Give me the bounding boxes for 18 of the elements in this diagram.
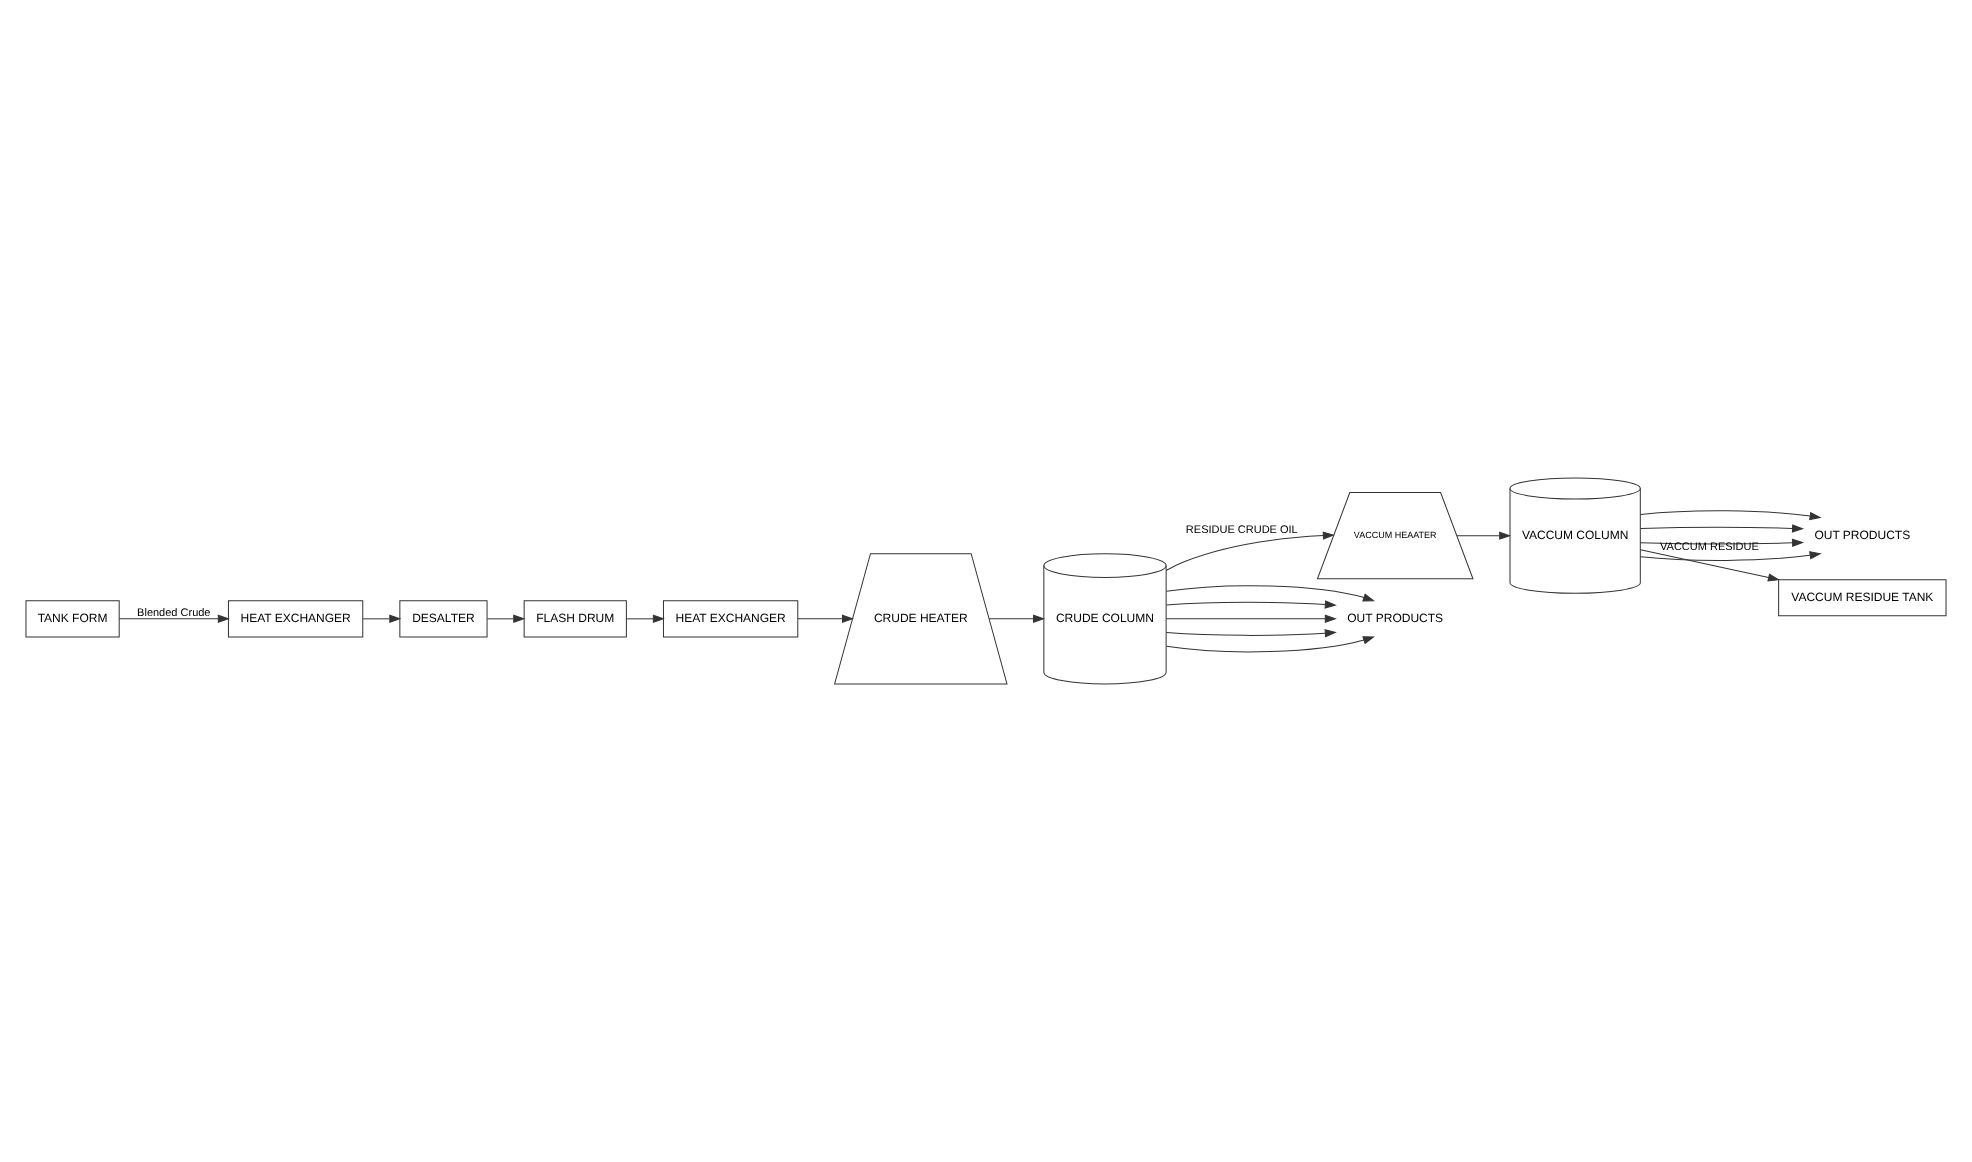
arrow: [486, 614, 525, 623]
arrow: [1640, 551, 1821, 561]
arrow: [1640, 524, 1804, 533]
arrow: [362, 614, 401, 623]
arrow: [797, 614, 853, 623]
arrow: [1165, 531, 1334, 571]
arrow: [988, 614, 1045, 623]
arrow: [1456, 531, 1511, 540]
arrow: [1165, 629, 1336, 638]
arrow: [626, 614, 664, 623]
arrow: [1165, 600, 1336, 609]
arrow: [1640, 510, 1821, 521]
arrow: [1640, 549, 1779, 582]
arrow: [118, 614, 229, 623]
arrow: [1640, 538, 1804, 547]
arrow: [1165, 585, 1374, 602]
arrow: [1165, 614, 1336, 623]
arrow: [1165, 636, 1374, 653]
